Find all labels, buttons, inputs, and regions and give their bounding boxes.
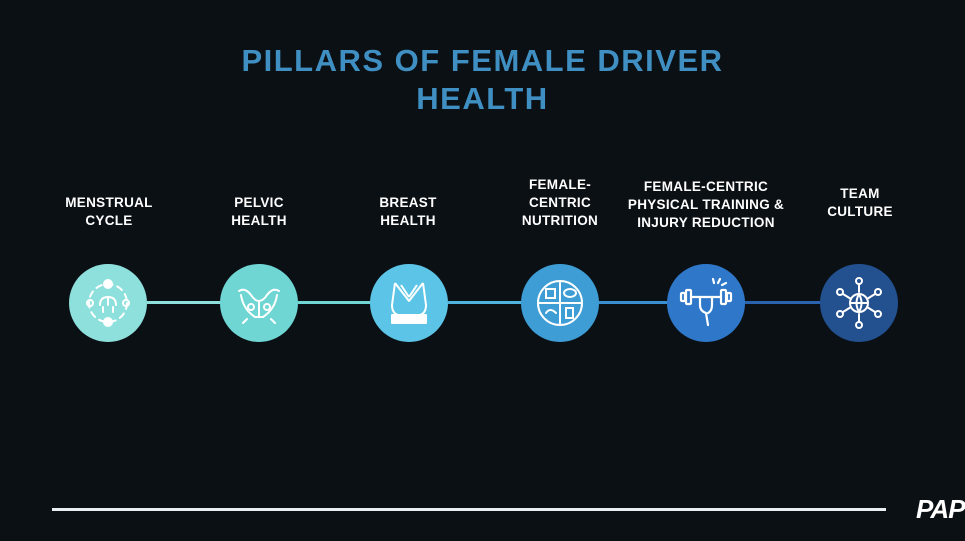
connector-3 <box>448 301 522 304</box>
connector-5 <box>744 301 821 304</box>
connector-2 <box>298 301 371 304</box>
pillar-label-physical-training: FEMALE-CENTRIC PHYSICAL TRAINING & INJUR… <box>627 179 785 230</box>
pillar-nutrition <box>521 264 599 342</box>
connector-4 <box>598 301 668 304</box>
pillar-menstrual-cycle <box>69 264 147 342</box>
dumbbell-icon <box>679 277 733 327</box>
connector-1 <box>147 301 221 304</box>
pillar-pelvic-health <box>220 264 298 342</box>
nutrition-plate-icon <box>537 280 583 326</box>
pillar-team-culture <box>820 264 898 342</box>
footer-divider <box>52 508 886 511</box>
pelvis-icon <box>238 288 280 324</box>
pillar-breast-health <box>370 264 448 342</box>
page-title: PILLARS OF FEMALE DRIVER HEALTH <box>241 43 724 116</box>
pillar-label-team-culture: TEAM CULTURE <box>827 186 893 219</box>
team-globe-icon <box>836 277 882 329</box>
menstrual-cycle-icon <box>86 279 130 327</box>
sports-bra-icon <box>391 282 427 324</box>
pillar-label-nutrition: FEMALE- CENTRIC NUTRITION <box>521 177 599 228</box>
brand-logo: PAP <box>916 494 965 524</box>
pillar-label-pelvic-health: PELVIC HEALTH <box>231 195 287 228</box>
pillar-label-breast-health: BREAST HEALTH <box>379 195 437 228</box>
pillar-physical-training <box>667 264 745 342</box>
pillar-label-menstrual-cycle: MENSTRUAL CYCLE <box>65 195 153 228</box>
